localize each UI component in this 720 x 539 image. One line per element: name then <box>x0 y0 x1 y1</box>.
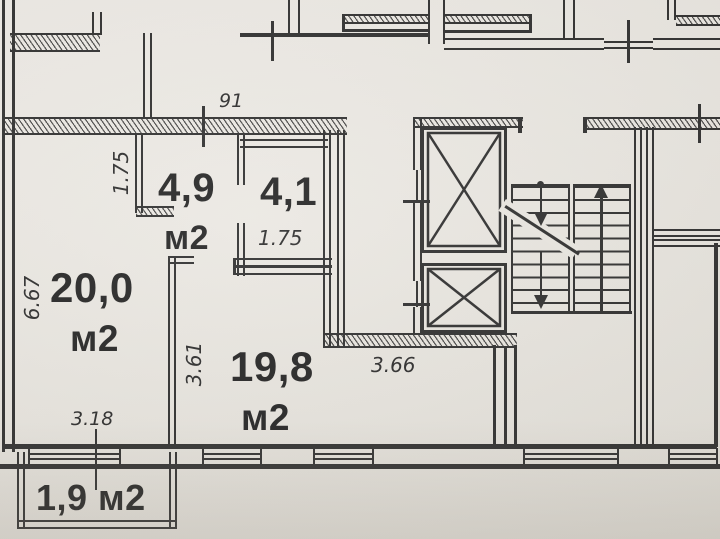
facade-wall-line <box>2 444 717 449</box>
wall-hatched-19-8-top <box>323 333 517 348</box>
wall-room-4-9-left <box>135 133 143 213</box>
window-bay-right-cap <box>529 14 532 33</box>
neighbor-window-sill <box>652 229 720 237</box>
dimension-label-91: 91 <box>219 90 244 112</box>
wall-stub <box>288 0 300 37</box>
window-bay-left-cap <box>342 14 345 32</box>
corridor-wall-line <box>240 33 430 37</box>
stair-arrow-start-dot <box>537 181 544 188</box>
window-bay-left <box>342 14 428 24</box>
dimension-tick <box>627 20 630 63</box>
room-label-4-1: 4,1 <box>260 170 318 214</box>
wall-stub-hatched <box>136 206 174 217</box>
balcony-wall-bottom <box>17 520 177 529</box>
dimension-tick <box>271 21 274 61</box>
wall-inner-line <box>504 348 507 448</box>
wall-partition <box>428 0 445 44</box>
wall-cap <box>518 117 522 133</box>
stair-arrow-down-icon <box>533 295 548 309</box>
wall-partition <box>143 33 152 118</box>
window-neighbor <box>668 448 718 465</box>
wall-between-4-9-and-4-1 <box>237 133 245 185</box>
apartment-top-wall <box>2 117 347 135</box>
wall-stub <box>92 12 102 35</box>
corridor-wall <box>444 38 604 50</box>
stairwell-right-wall <box>634 127 642 448</box>
stair-arrow-down-icon <box>533 212 548 226</box>
room-unit-4-9: м2 <box>164 219 210 257</box>
vent-shaft-wall <box>337 130 345 348</box>
corridor-wall <box>653 38 720 50</box>
dimension-label-3-61: 3.61 <box>182 341 206 387</box>
room-unit-20-0: м2 <box>70 318 119 359</box>
stairwell-top-wall <box>583 117 720 130</box>
elevator-x-symbol <box>426 131 502 248</box>
room-label-20-0: 20,0 <box>50 264 134 311</box>
wall-cap <box>233 258 236 275</box>
window-stairwell <box>523 448 619 465</box>
dimension-label-3-66: 3.66 <box>371 353 416 377</box>
window-room-19-8 <box>313 448 374 465</box>
elevator-door-line <box>416 281 418 307</box>
dimension-tick <box>698 104 701 143</box>
elevator-shaft-lower <box>421 263 507 333</box>
window-room-20-0 <box>28 448 121 465</box>
neighbor-wall-edge <box>714 243 718 447</box>
neighbor-room-left-wall <box>646 127 654 448</box>
dimension-tick <box>403 200 430 203</box>
window-bay-right-sill <box>444 30 530 33</box>
wall-window-top-left <box>10 33 100 52</box>
window-bay-left-sill <box>342 29 430 32</box>
balcony-label-1-9: 1,9 м2 <box>36 477 146 518</box>
dimension-tick <box>403 303 430 306</box>
wall-room-19-8-left <box>168 256 176 447</box>
wall-window-top-right <box>676 15 720 26</box>
window-room-19-8 <box>202 448 262 465</box>
stair-landing-line <box>511 311 632 314</box>
dimension-line-91 <box>202 106 205 147</box>
wall-hook <box>168 256 194 264</box>
room-label-4-9: 4,9 <box>158 166 216 210</box>
dimension-label-1-75-vertical: 1.75 <box>109 150 133 196</box>
dimension-label-3-18: 3.18 <box>71 408 114 430</box>
balcony-wall-left <box>17 452 25 528</box>
elevator-shaft-upper <box>421 127 507 253</box>
facade-wall-line <box>0 464 720 469</box>
window-sill-room-4-1 <box>240 139 328 148</box>
wall-stub <box>667 0 676 20</box>
wall-cap <box>583 117 587 133</box>
dimension-label-1-75-hall: 1.75 <box>258 226 303 250</box>
neighbor-window-sill <box>652 239 720 247</box>
wall-thick-19-8-right <box>493 345 517 448</box>
room-unit-19-8: м2 <box>241 397 290 438</box>
wall-partition <box>563 0 575 40</box>
elevator-door-line <box>416 170 418 200</box>
window-bay-right <box>444 14 532 24</box>
stair-arrow-up-icon <box>594 184 608 198</box>
balcony-wall-right <box>169 452 177 528</box>
elevator-x-symbol <box>426 267 502 328</box>
stair-arrow-down-line <box>539 252 542 298</box>
wall-between-4-9-and-4-1 <box>237 223 245 276</box>
dimension-line-3-18 <box>95 429 97 490</box>
exterior-wall-left <box>2 0 15 452</box>
room-label-19-8: 19,8 <box>230 343 314 390</box>
wall-hall-sill <box>233 266 332 275</box>
stair-arrow-up-line <box>600 197 603 313</box>
stair-arrow-down-line <box>539 186 542 215</box>
vent-shaft-wall <box>323 130 331 348</box>
dimension-label-6-67: 6.67 <box>20 275 44 321</box>
